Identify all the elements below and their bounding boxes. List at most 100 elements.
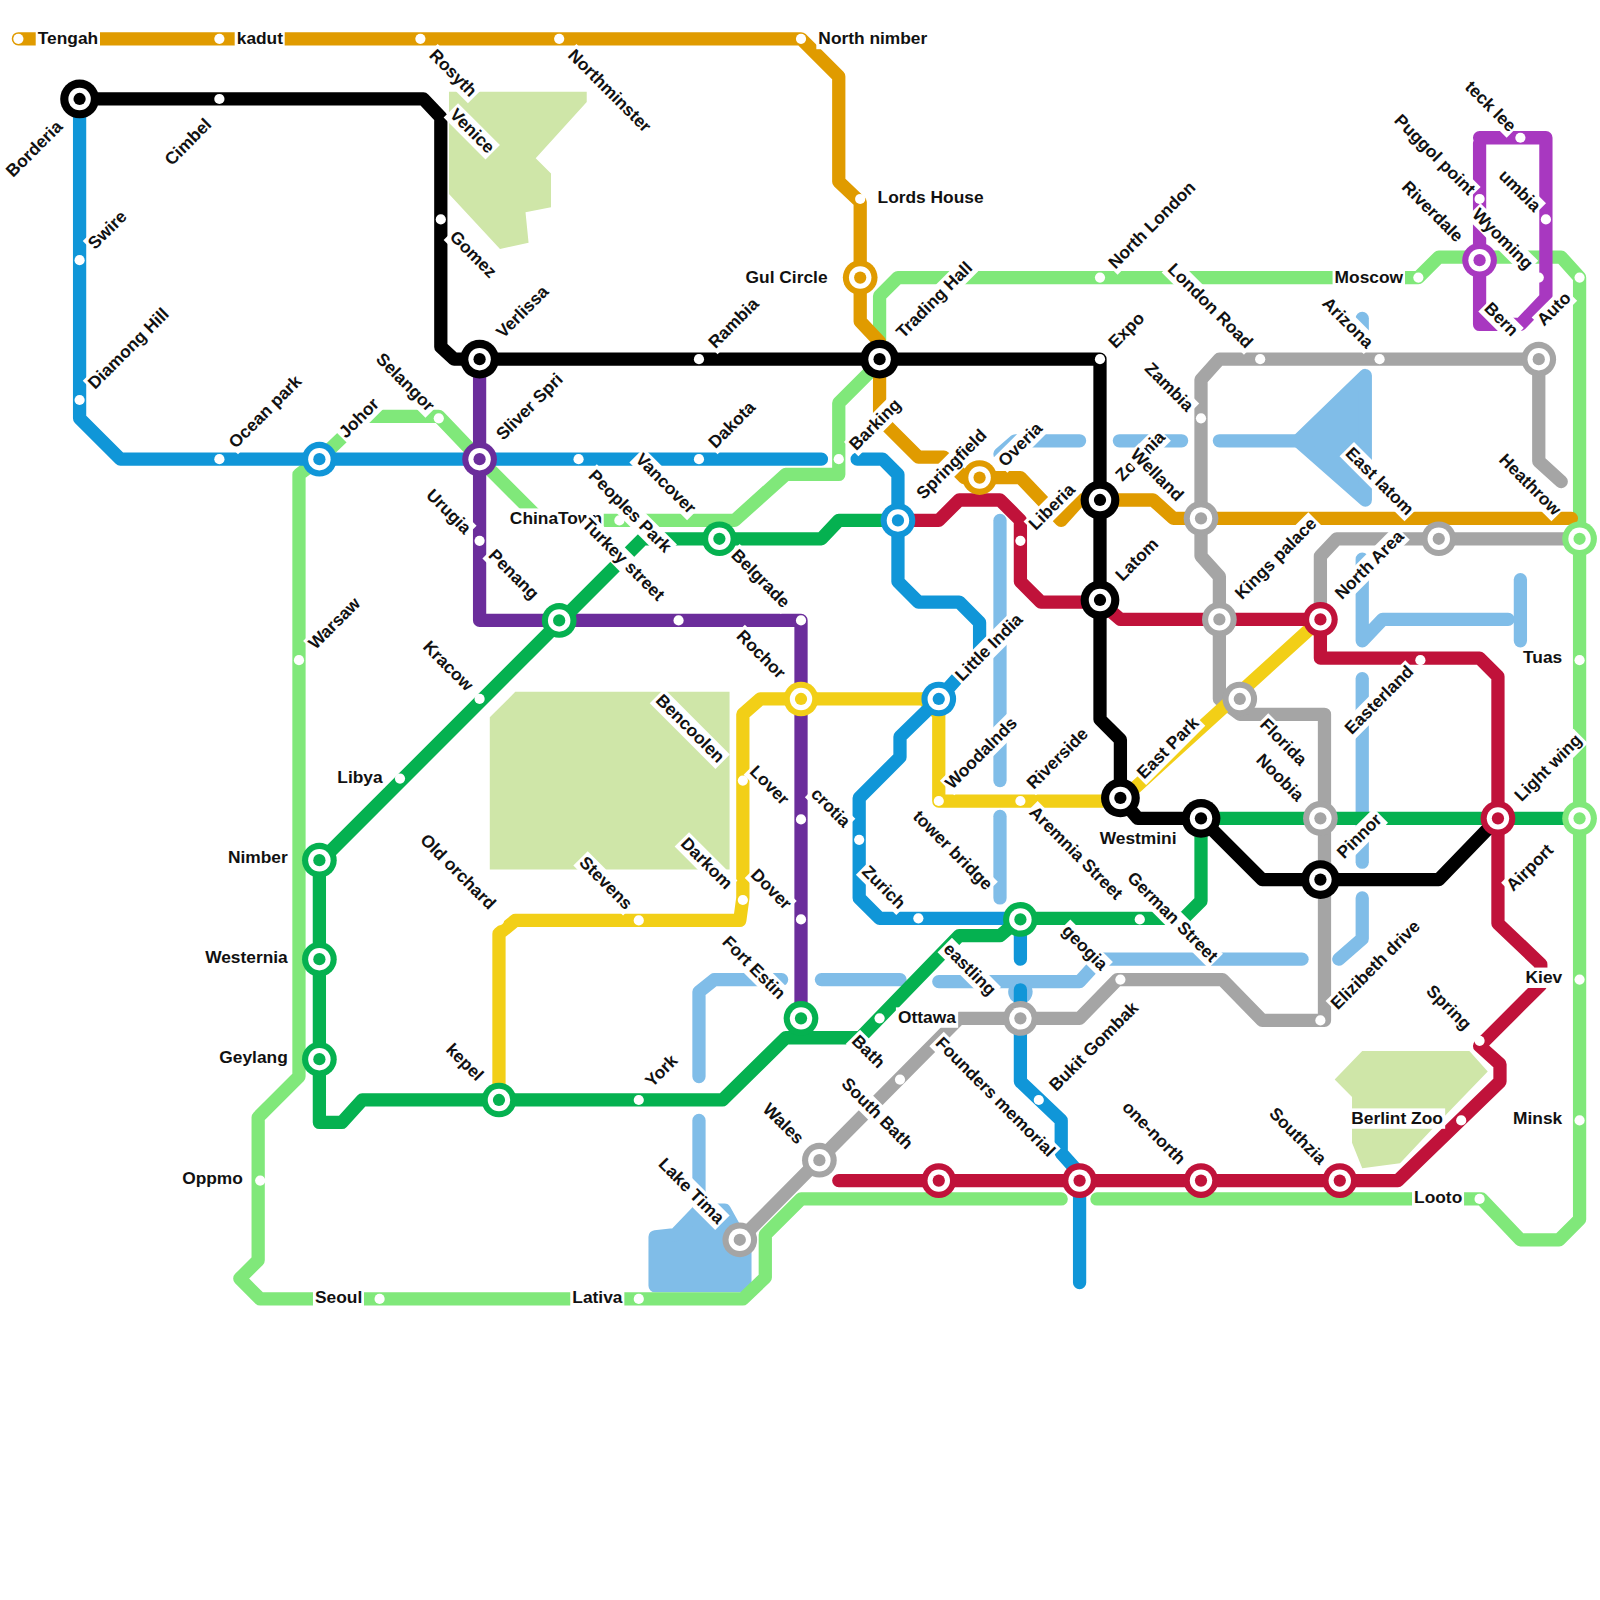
- interchange: [460, 340, 499, 379]
- interchange: [921, 1163, 956, 1198]
- interchange: [302, 843, 337, 878]
- station: [1515, 133, 1525, 143]
- purple-line: [480, 359, 801, 1020]
- station: [634, 1095, 644, 1105]
- station-label: Westmini: [1098, 829, 1179, 849]
- station-label: North London: [1103, 176, 1201, 274]
- station: [13, 34, 23, 44]
- station: [738, 895, 748, 905]
- station-label: Oppmo: [180, 1169, 245, 1189]
- station: [1235, 974, 1245, 984]
- station-label: Overia: [993, 417, 1048, 472]
- station-label: Kings palace: [1230, 512, 1323, 605]
- interchange: [1202, 602, 1237, 637]
- station-label: Spring: [1421, 980, 1477, 1036]
- river: [821, 973, 900, 986]
- station-label: Penang: [483, 544, 544, 605]
- orange-line: [18, 39, 1571, 521]
- station: [436, 214, 446, 224]
- station: [796, 615, 806, 625]
- station-label: Lover: [744, 760, 794, 810]
- station-label: Warsaw: [303, 592, 366, 655]
- interchange: [1184, 1163, 1219, 1198]
- station: [854, 835, 864, 845]
- station-label: York: [640, 1049, 683, 1092]
- station: [1413, 272, 1423, 282]
- station-label: Minsk: [1511, 1108, 1564, 1128]
- station-label: Light wing: [1509, 729, 1587, 807]
- station-label: Arizona: [1316, 292, 1378, 354]
- river: [993, 816, 1006, 898]
- station-label: umbia: [1493, 164, 1546, 217]
- station: [1015, 536, 1025, 546]
- interchange: [302, 1042, 337, 1077]
- station-label: Bencoolen: [650, 689, 730, 769]
- interchange: [722, 1222, 757, 1257]
- interchange: [1101, 779, 1140, 818]
- station: [474, 694, 484, 704]
- river: [1339, 898, 1362, 959]
- station-label: Elizibeth drive: [1326, 915, 1426, 1015]
- station: [1574, 272, 1584, 282]
- station: [1456, 1115, 1466, 1125]
- station-label: Nimber: [226, 848, 290, 868]
- station: [673, 615, 683, 625]
- station: [874, 1013, 884, 1023]
- station: [554, 34, 564, 44]
- station-label: Auto: [1532, 287, 1577, 332]
- station-label: Tengah: [36, 29, 100, 49]
- interchange: [1003, 1001, 1038, 1036]
- station: [634, 915, 644, 925]
- station-label: Tuas: [1521, 648, 1564, 668]
- light-green-line: [240, 459, 1061, 1299]
- station-label: Riverside: [1022, 723, 1094, 795]
- interchange: [1301, 860, 1340, 899]
- station: [1534, 272, 1544, 282]
- station-label: Diamong Hill: [83, 303, 175, 395]
- station-label: Cimbel: [159, 113, 217, 171]
- station-label: Founders memorial: [930, 1032, 1061, 1163]
- station-label: Zambia: [1139, 357, 1199, 417]
- station-label: Urugia: [421, 484, 477, 540]
- station: [1095, 354, 1105, 364]
- station: [214, 454, 224, 464]
- interchange: [860, 340, 899, 379]
- river: [1514, 580, 1527, 641]
- station-label: Belgrade: [726, 544, 795, 613]
- station-label: Easterland: [1340, 660, 1420, 740]
- station-label: Bukit Gombak: [1044, 997, 1144, 1097]
- station-label: Airport: [1501, 839, 1559, 897]
- station: [1574, 1115, 1584, 1125]
- station-label: North nimber: [816, 29, 929, 49]
- station-label: Johor: [334, 393, 385, 444]
- station-label: tower bridge: [907, 805, 998, 896]
- station-label: kadut: [235, 29, 285, 49]
- interchange: [784, 682, 819, 717]
- interchange: [1182, 799, 1221, 838]
- station-label: Borderia: [1, 115, 68, 182]
- interchange: [1481, 801, 1516, 836]
- station-label: teck lee: [1459, 76, 1521, 138]
- station-label: Kiev: [1524, 968, 1565, 988]
- station-label: Little India: [950, 608, 1028, 686]
- green-line: [319, 520, 1576, 1122]
- station-label: Pinnor: [1332, 808, 1388, 864]
- interchange: [1562, 801, 1597, 836]
- interchange: [462, 442, 497, 477]
- station-label: Sliver Spri: [491, 368, 569, 446]
- station-label: Barking: [844, 393, 907, 456]
- station: [694, 454, 704, 464]
- station: [1574, 655, 1584, 665]
- interchanges: [60, 80, 1597, 1258]
- station-label: Fort Estin: [716, 931, 790, 1005]
- grey-line: [740, 359, 1561, 1240]
- interchange: [962, 460, 997, 495]
- interchange: [1222, 682, 1257, 717]
- station: [573, 454, 583, 464]
- station-label: Stevens: [574, 851, 638, 915]
- river: [1219, 434, 1296, 447]
- station: [634, 1294, 644, 1304]
- station: [796, 814, 806, 824]
- interchange: [802, 1143, 837, 1178]
